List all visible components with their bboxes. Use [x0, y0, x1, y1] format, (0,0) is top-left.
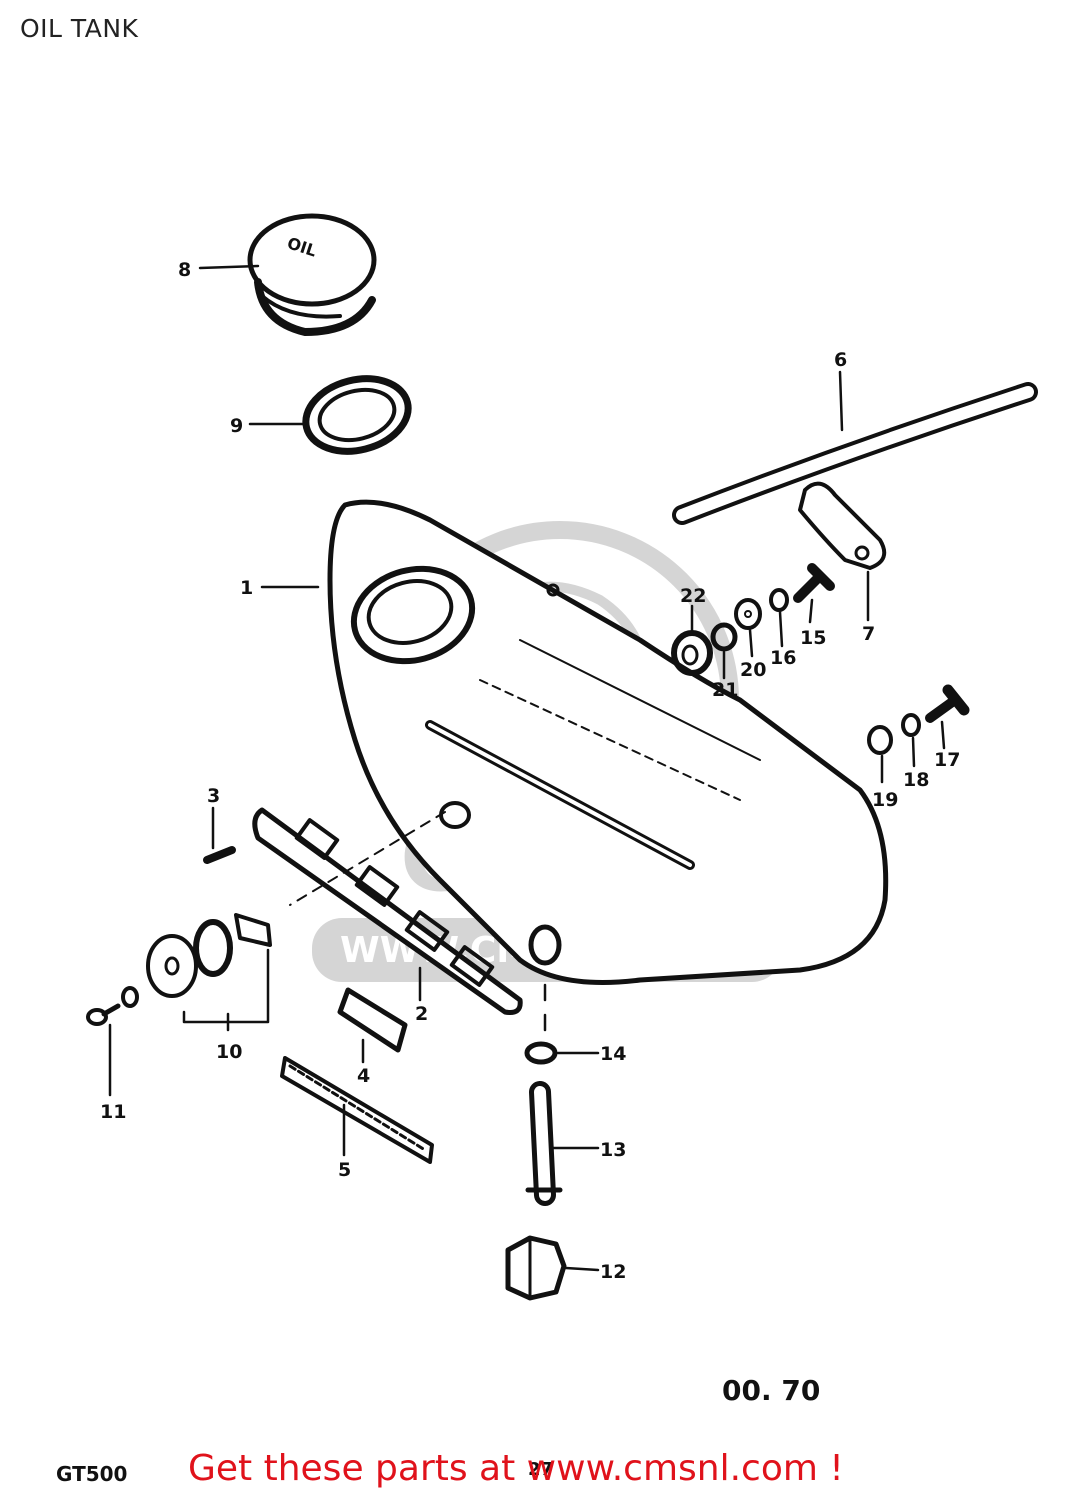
callout-4: 4 — [357, 1065, 370, 1087]
callout-15: 15 — [800, 627, 826, 649]
callout-6: 6 — [834, 349, 847, 371]
callout-12: 12 — [600, 1261, 626, 1283]
promo-link[interactable]: Get these parts at www.cmsnl.com ! — [188, 1448, 844, 1489]
level-window-bracket-part — [252, 807, 523, 1015]
callout-8: 8 — [178, 259, 191, 281]
oil-cap-part: OIL — [247, 213, 377, 336]
callout-22: 22 — [680, 585, 706, 607]
document-number: 00. 70 — [722, 1374, 821, 1407]
screw-3-part — [203, 846, 236, 864]
decal-strip-5-part — [280, 1056, 434, 1164]
callout-10: 10 — [216, 1041, 242, 1063]
washer-14-part — [524, 1041, 558, 1065]
callout-18: 18 — [903, 769, 929, 791]
callout-5: 5 — [338, 1159, 351, 1181]
lock-washer-18-part — [901, 713, 921, 737]
callout-2: 2 — [415, 1003, 428, 1025]
level-lens-set-part — [146, 913, 272, 998]
callout-7: 7 — [862, 623, 875, 645]
callout-11: 11 — [100, 1101, 126, 1123]
lock-washer-16-part — [769, 588, 789, 612]
grommet-22-part — [671, 630, 713, 676]
nut-12-part — [505, 1235, 567, 1301]
screw-11-part — [86, 986, 139, 1026]
callout-9: 9 — [230, 415, 243, 437]
callout-21: 21 — [712, 679, 738, 701]
spacer-21-part — [710, 622, 738, 652]
callout-16: 16 — [770, 647, 796, 669]
callout-numbers: 1 2 3 4 5 6 7 8 9 10 11 12 13 14 15 16 1… — [100, 259, 960, 1283]
label-4-part — [337, 987, 408, 1053]
washer-20-part — [734, 598, 762, 630]
leader-lines — [108, 264, 946, 1272]
bolt-15-part — [793, 563, 835, 603]
page-number: 27 — [528, 1459, 554, 1480]
callout-14: 14 — [600, 1043, 626, 1065]
callout-1: 1 — [240, 577, 253, 599]
breather-hose-part — [672, 382, 1038, 525]
callout-19: 19 — [872, 789, 898, 811]
page-title: OIL TANK — [20, 14, 139, 43]
hose-clamp-part — [798, 481, 887, 570]
drain-bolt-13-part — [525, 1081, 563, 1206]
model-code: GT500 — [56, 1462, 128, 1486]
callout-13: 13 — [600, 1139, 626, 1161]
bolt-17-part — [925, 684, 970, 723]
callout-17: 17 — [934, 749, 960, 771]
callout-20: 20 — [740, 659, 766, 681]
washer-19-part — [867, 725, 893, 755]
cap-gasket-part — [302, 375, 412, 455]
callout-3: 3 — [207, 785, 220, 807]
